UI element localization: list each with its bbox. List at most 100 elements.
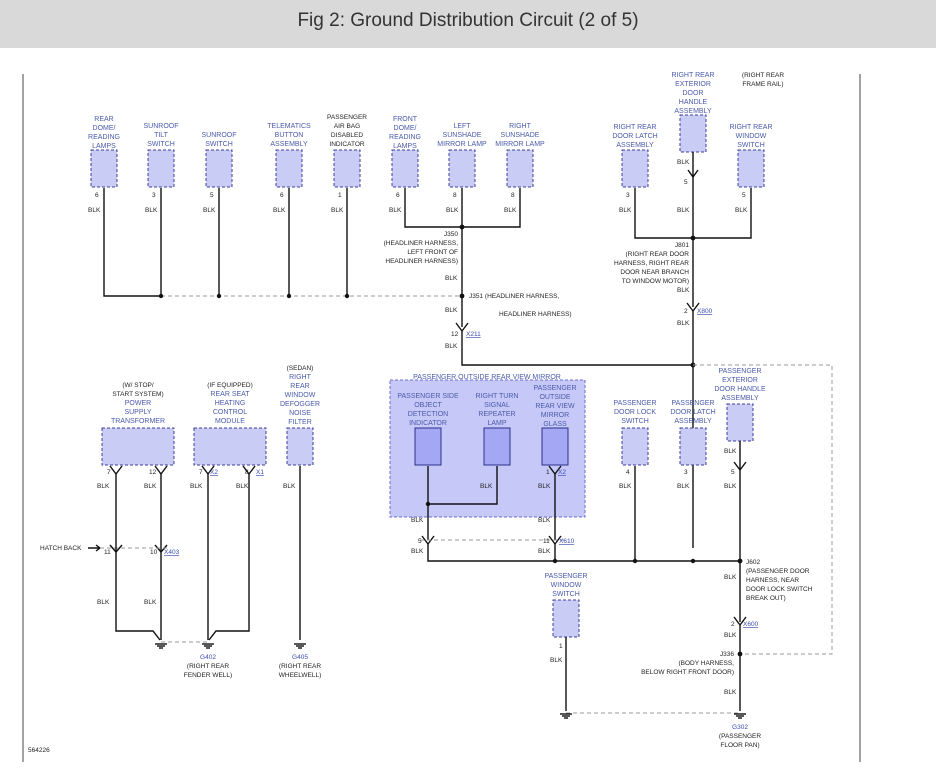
pin-label: 10: [150, 549, 158, 556]
wire-color-label: BLK: [677, 159, 690, 166]
defogger-filter-box: [286, 427, 314, 466]
rear-dome-lamps-box: [90, 149, 118, 188]
wire: [115, 474, 161, 641]
wire-color-label: BLK: [445, 275, 458, 282]
wire-color-label: BLK: [480, 483, 493, 490]
wire-color-label: BLK: [389, 207, 402, 214]
wire: [103, 188, 160, 297]
wire: [427, 466, 498, 505]
connector-x600[interactable]: X600: [743, 621, 759, 628]
pin-label: 7: [107, 469, 111, 476]
splice-dot: [552, 558, 558, 564]
figure-id: 564226: [28, 747, 50, 754]
wire-color-label: BLK: [144, 599, 157, 606]
wire-color-label: BLK: [283, 483, 296, 490]
ground-symbol: [155, 643, 167, 649]
dashed-connection: [693, 364, 833, 655]
airbag-indicator-box: [333, 149, 361, 188]
pass-door-lock-switch-box: [621, 427, 649, 466]
wire-color-label: BLK: [538, 548, 551, 555]
pin-label: 5: [684, 179, 688, 186]
power-transformer-label: (W/ STOP/START SYSTEM): [112, 382, 163, 398]
wire-color-label: BLK: [190, 483, 203, 490]
wire-color-label: BLK: [735, 207, 748, 214]
pin-label: 3: [684, 469, 688, 476]
connector-x403[interactable]: X403: [164, 549, 180, 556]
pin-label: 3: [626, 192, 630, 199]
ground-g402-label: G402: [200, 654, 216, 661]
wire-color-label: BLK: [677, 483, 690, 490]
front-dome-lamps-box: [391, 149, 419, 188]
connector-x211[interactable]: X211: [466, 331, 481, 338]
pin-label: 4: [626, 469, 630, 476]
pin-label: 11: [104, 549, 111, 556]
wire-color-label: BLK: [331, 207, 344, 214]
pin-label: 5: [742, 192, 746, 199]
sunroof-tilt-switch-box: [147, 149, 175, 188]
wire: [461, 331, 694, 366]
splice-j602: [737, 558, 743, 564]
wire-color-label: BLK: [203, 207, 216, 214]
seat-heating-module-box: [193, 427, 267, 466]
connector-x1[interactable]: X1: [256, 469, 264, 476]
mirror-glass-box: [541, 427, 569, 466]
defogger-condition: (SEDAN): [287, 365, 314, 372]
ground-symbol: [294, 643, 306, 649]
pin-label: 6: [280, 192, 284, 199]
turn-repeater-lamp-box: [483, 427, 511, 466]
wire-color-label: BLK: [88, 207, 101, 214]
pin-label: 12: [149, 469, 157, 476]
pin-label: 5: [210, 192, 214, 199]
splice-dot: [158, 293, 164, 299]
seat-heating-condition: (IF EQUIPPED): [207, 382, 253, 389]
sunroof-switch-box: [205, 149, 233, 188]
connector-x2[interactable]: X2: [210, 469, 218, 476]
ground-symbol: [202, 643, 214, 649]
splice-j336: [737, 651, 743, 657]
wire-color-label: BLK: [236, 483, 249, 490]
wire-color-label: BLK: [411, 548, 424, 555]
connector-x800[interactable]: X800: [697, 308, 713, 315]
wire-color-label: BLK: [445, 343, 458, 350]
wire-color-label: BLK: [144, 483, 157, 490]
ground-g405-label: G405: [292, 654, 308, 661]
pin-label: 7: [199, 469, 203, 476]
pin-label: 1: [559, 643, 563, 650]
connector-x2[interactable]: X2: [558, 469, 566, 476]
connector-x610[interactable]: X610: [559, 538, 575, 545]
wire-color-label: BLK: [619, 207, 632, 214]
wire-color-label: BLK: [724, 483, 737, 490]
pass-window-switch-box: [552, 599, 580, 638]
figure-title: Fig 2: Ground Distribution Circuit (2 of…: [297, 10, 639, 31]
right-sunshade-lamp-box: [506, 149, 534, 188]
pin-label: 12: [451, 331, 459, 338]
wire-color-label: BLK: [550, 657, 563, 664]
ground-g302-label: G302: [732, 724, 748, 731]
mirror-group-label: PASSENGER OUTSIDE REAR VIEW MIRROR: [413, 374, 561, 381]
wire-color-label: BLK: [677, 207, 690, 214]
pin-label: 8: [245, 469, 249, 476]
wire-color-label: BLK: [445, 307, 458, 314]
figure-header: [0, 0, 936, 48]
wire-color-label: BLK: [538, 517, 551, 524]
wire-color-label: BLK: [411, 517, 424, 524]
